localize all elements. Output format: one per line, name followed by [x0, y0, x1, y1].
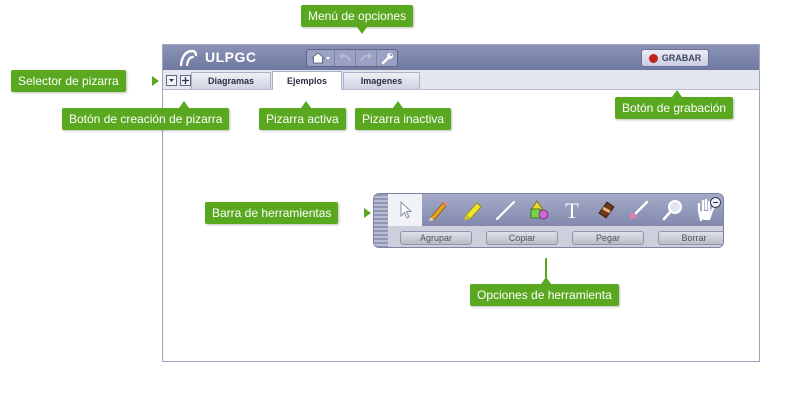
tab-diagramas[interactable]: Diagramas [191, 72, 271, 89]
callout-create: Botón de creación de pizarra [62, 108, 230, 130]
tool-strip: T [388, 194, 723, 226]
record-button-label: GRABAR [661, 53, 702, 63]
tools-toolbar: T Ag [373, 193, 724, 248]
text-tool[interactable]: T [556, 194, 590, 226]
laser-pointer-tool[interactable] [623, 194, 657, 226]
pan-tool[interactable] [690, 194, 724, 226]
plus-icon [182, 77, 189, 84]
pencil-tool[interactable] [422, 194, 456, 226]
collapse-toolbar-button[interactable] [710, 197, 721, 208]
pointer-tool[interactable] [388, 194, 422, 226]
tool-options: Agrupar Copiar Pegar Borrar [388, 228, 723, 247]
callout-tool-options: Opciones de herramienta [470, 284, 619, 306]
redo-button[interactable] [356, 50, 377, 66]
svg-text:T: T [566, 198, 580, 222]
callout-create-pointer [179, 101, 189, 108]
callout-record-pointer [672, 90, 682, 97]
callout-selector-pointer [152, 76, 159, 86]
cursor-icon [400, 200, 413, 219]
top-bar: ULPGC [163, 45, 759, 70]
pencil-icon [429, 201, 449, 221]
dropdown-arrow-icon [169, 79, 174, 82]
callout-selector: Selector de pizarra [11, 70, 126, 92]
callout-toolbar: Barra de herramientas [205, 202, 339, 224]
laser-pointer-icon [630, 200, 649, 219]
undo-icon [339, 53, 351, 62]
undo-button[interactable] [335, 50, 356, 66]
callout-menu: Menú de opciones [301, 5, 414, 27]
magnifier-icon [662, 200, 682, 221]
shapes-tool[interactable] [522, 194, 556, 226]
tab-bar: Diagramas Ejemplos Imagenes [163, 70, 759, 90]
record-dot-icon [648, 53, 658, 63]
callout-tool-options-pointer [541, 277, 551, 284]
logo-text: ULPGC [205, 49, 257, 65]
ulpgc-logo-icon [179, 49, 197, 66]
copy-button[interactable]: Copiar [486, 231, 558, 245]
callout-active: Pizarra activa [259, 108, 346, 130]
callout-inactive-pointer [393, 101, 403, 108]
home-button[interactable] [307, 50, 335, 66]
callout-active-pointer [301, 101, 311, 108]
line-tool[interactable] [489, 194, 523, 226]
tab-imagenes[interactable]: Imagenes [343, 72, 420, 89]
line-icon [496, 200, 516, 221]
callout-record: Botón de grabación [615, 97, 734, 119]
shapes-icon [530, 200, 549, 220]
eraser-tool[interactable] [589, 194, 623, 226]
zoom-tool[interactable] [656, 194, 690, 226]
board-selector-button[interactable] [166, 75, 177, 86]
record-button[interactable]: GRABAR [641, 49, 709, 67]
home-icon [310, 52, 330, 64]
callout-tool-options-connector [545, 258, 547, 278]
eraser-icon [598, 201, 615, 219]
tab-ejemplos[interactable]: Ejemplos [272, 71, 342, 90]
wrench-icon [381, 52, 393, 64]
callout-inactive: Pizarra inactiva [355, 108, 452, 130]
options-menu [306, 49, 398, 67]
toolbar-drag-handle[interactable] [374, 194, 388, 247]
callout-toolbar-pointer [364, 208, 371, 218]
highlighter-tool[interactable] [455, 194, 489, 226]
hand-icon [698, 198, 716, 222]
settings-button[interactable] [377, 50, 397, 66]
paste-button[interactable]: Pegar [572, 231, 644, 245]
callout-menu-pointer [357, 27, 367, 34]
text-icon: T [566, 198, 580, 222]
highlighter-icon [463, 202, 482, 220]
redo-icon [360, 53, 372, 62]
group-button[interactable]: Agrupar [400, 231, 472, 245]
delete-button[interactable]: Borrar [658, 231, 723, 245]
create-board-button[interactable] [180, 75, 191, 86]
